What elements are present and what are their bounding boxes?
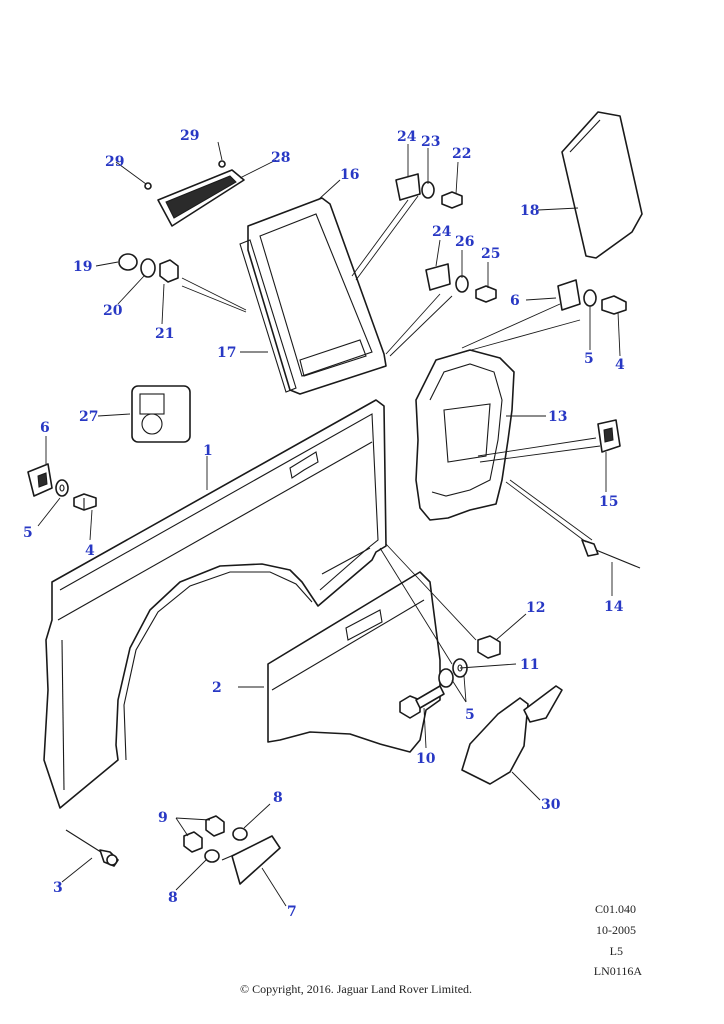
clip-washer-screw-left <box>27 463 97 511</box>
panel-frame-part <box>239 197 387 395</box>
callout-5-right: 5 <box>584 351 594 367</box>
arch-liner-part <box>415 349 515 521</box>
clip-washer-screw-upper <box>395 173 497 303</box>
callout-19: 19 <box>73 259 92 275</box>
body-side-panel-part <box>43 399 387 809</box>
callout-20: 20 <box>103 303 123 319</box>
reference-block: C01.040 10-2005 L5 LN0116A <box>594 902 643 978</box>
vent-grille-part <box>157 169 245 227</box>
callout-18: 18 <box>520 203 539 219</box>
callout-4-right: 4 <box>615 357 625 373</box>
callout-2: 2 <box>212 680 222 696</box>
callout-11: 11 <box>520 657 539 673</box>
clip-washer-screw-right <box>557 279 627 315</box>
copyright-notice: © Copyright, 2016. Jaguar Land Rover Lim… <box>240 982 472 996</box>
callout-6-right: 6 <box>510 293 520 309</box>
callout-14: 14 <box>604 599 624 615</box>
callout-8-upper: 8 <box>273 790 283 806</box>
lower-side-panel-part <box>267 571 441 753</box>
callout-25: 25 <box>481 246 500 262</box>
callout-28: 28 <box>271 150 290 166</box>
filler-cap-part <box>461 685 563 785</box>
callout-24-upper: 24 <box>397 129 417 145</box>
callout-1: 1 <box>203 443 213 459</box>
washer-stack-upper-left <box>118 253 179 283</box>
callout-30: 30 <box>541 797 561 813</box>
callout-15: 15 <box>599 494 618 510</box>
callout-6-left: 6 <box>40 420 50 436</box>
callout-13: 13 <box>548 409 567 425</box>
washer-nut-group-right <box>438 635 501 688</box>
callout-26: 26 <box>455 234 474 250</box>
clip-part-15 <box>597 419 621 453</box>
fixing-pin-part <box>65 829 119 867</box>
callout-29-right: 29 <box>180 128 199 144</box>
leader-lines <box>37 141 621 907</box>
callout-22: 22 <box>452 146 471 162</box>
bracket-plate-part <box>221 835 281 885</box>
callout-16: 16 <box>340 167 359 183</box>
callout-29-left: 29 <box>105 154 124 170</box>
long-pin-right-part <box>581 539 641 569</box>
callout-labels: 1 2 3 4 4 5 5 5 6 6 7 8 8 9 10 11 12 13 … <box>23 128 625 920</box>
callout-5-lower: 5 <box>465 707 475 723</box>
callout-23: 23 <box>421 134 440 150</box>
callout-10: 10 <box>416 751 436 767</box>
callout-9: 9 <box>158 810 168 826</box>
callout-21: 21 <box>155 326 174 342</box>
callout-5-left: 5 <box>23 525 33 541</box>
illustration-id: LN0116A <box>594 964 643 978</box>
callout-8-lower: 8 <box>168 890 178 906</box>
callout-12: 12 <box>526 600 545 616</box>
bolt-part <box>399 685 445 719</box>
nut-group <box>183 815 248 863</box>
warning-label-part <box>131 385 191 443</box>
reference-code: C01.040 <box>595 902 636 916</box>
callout-17: 17 <box>217 345 236 361</box>
callout-27: 27 <box>79 409 98 425</box>
reference-level: L5 <box>610 944 623 958</box>
reference-date: 10-2005 <box>596 923 636 937</box>
flat-panel-part <box>561 111 643 259</box>
callout-24-lower: 24 <box>432 224 452 240</box>
small-screws-29 <box>144 160 226 190</box>
callout-3: 3 <box>53 880 63 896</box>
callout-7: 7 <box>287 904 297 920</box>
callout-4-left: 4 <box>85 543 95 559</box>
